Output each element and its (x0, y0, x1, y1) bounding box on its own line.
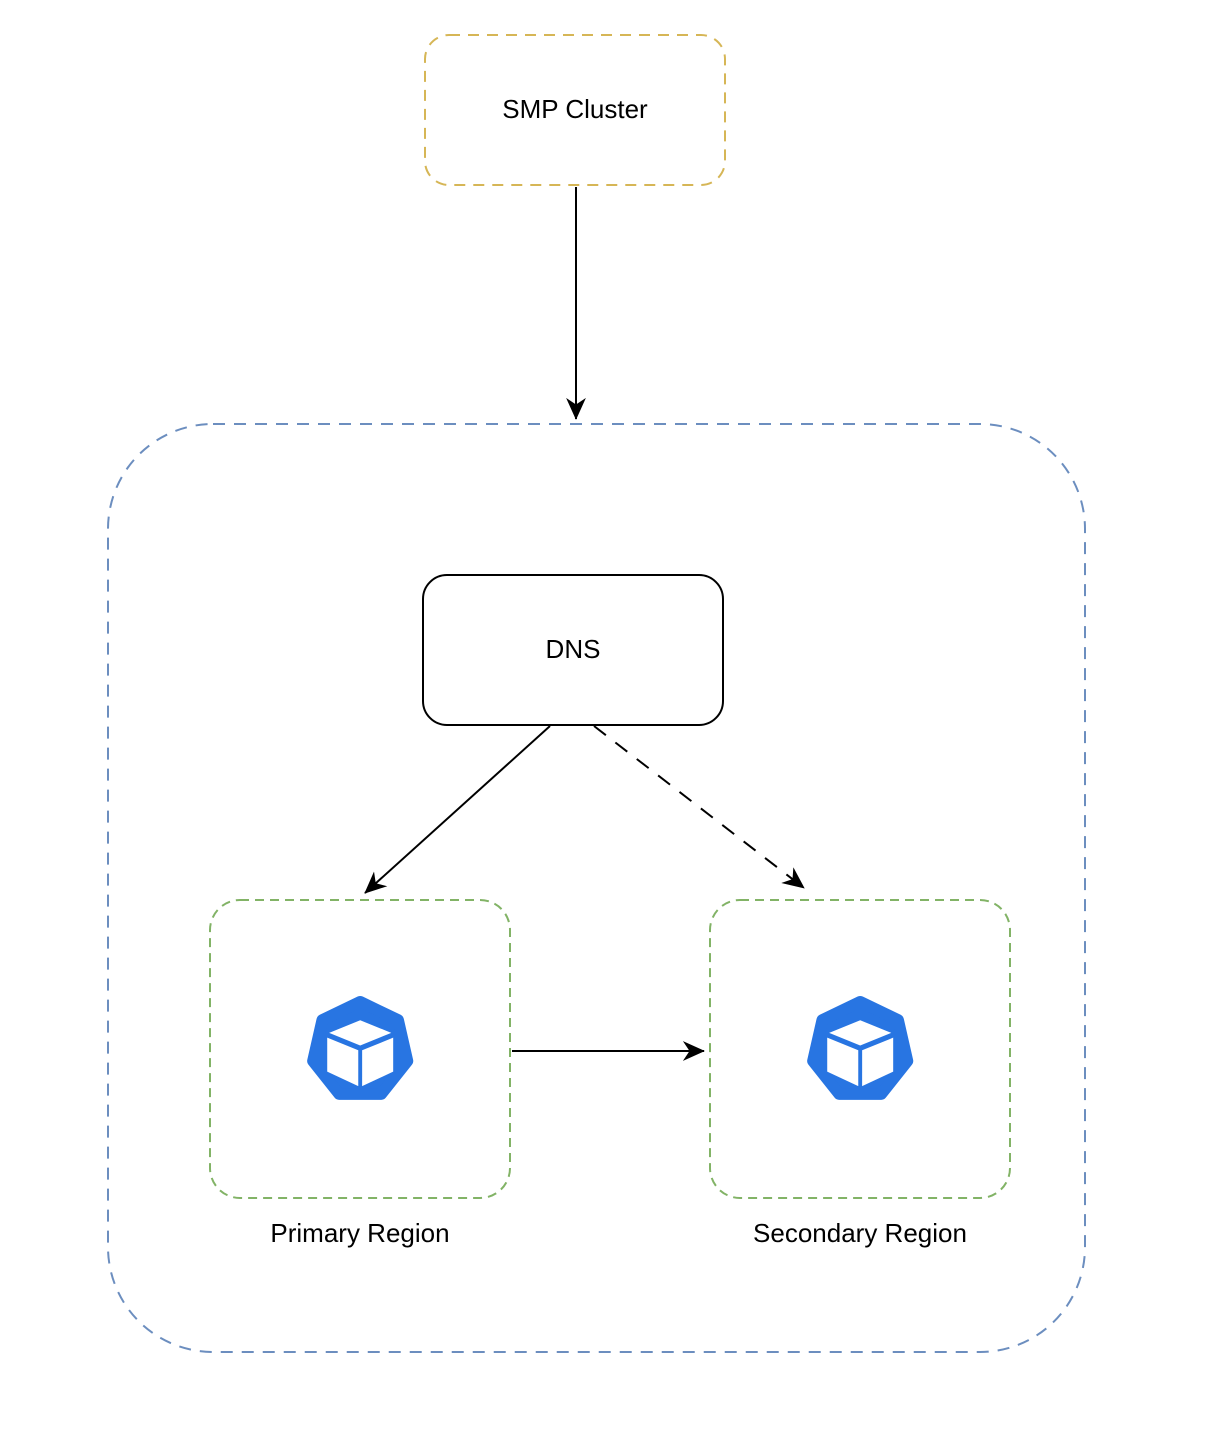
secondary-region-box (709, 899, 1011, 1199)
primary-region-icon (313, 1002, 407, 1094)
primary-region-label: Primary Region (270, 1218, 450, 1249)
primary-region-box (209, 899, 511, 1199)
cluster-boundary (107, 423, 1086, 1353)
edge-dns-to-secondary (593, 725, 805, 889)
smp-cluster-box (424, 34, 726, 186)
dns-label: DNS (545, 634, 601, 665)
smp-cluster-label: SMP Cluster (502, 94, 648, 125)
edge-dns-to-primary (364, 725, 551, 894)
secondary-region-icon (813, 1002, 907, 1094)
dns-box (422, 574, 724, 726)
secondary-region-label: Secondary Region (753, 1218, 967, 1249)
